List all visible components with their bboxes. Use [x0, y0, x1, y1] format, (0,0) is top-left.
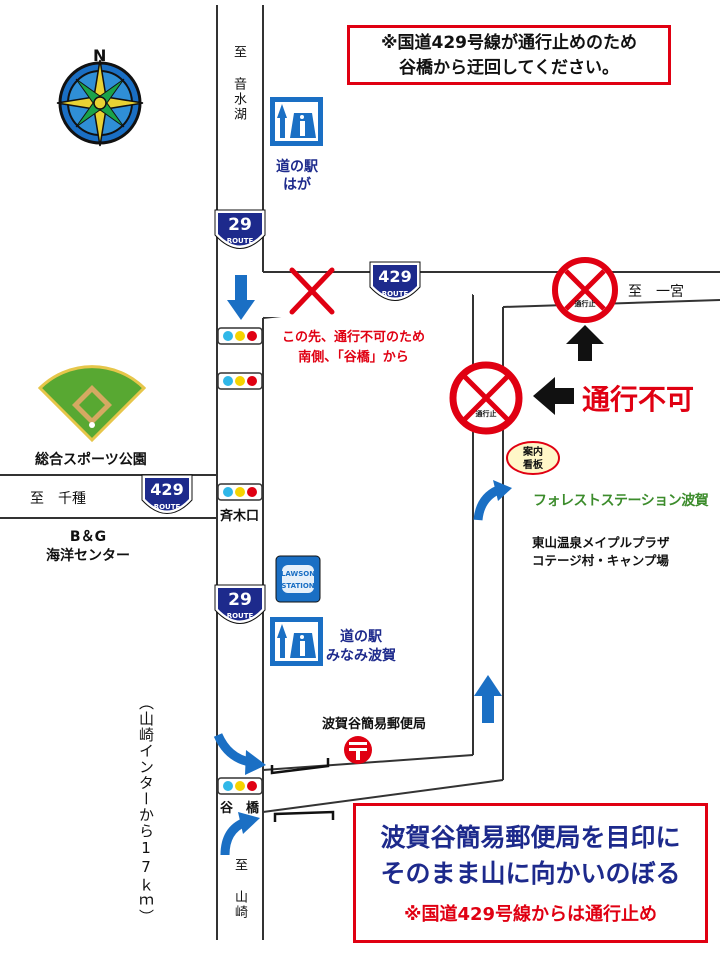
- michinoeki-haga-label: 道の駅 はが: [276, 158, 318, 194]
- detour-notice-line1: ※国道429号線が通行止めのため: [380, 33, 637, 53]
- michinoeki-haga-icon: [270, 97, 323, 146]
- michinoeki-minami-line1: 道の駅: [340, 629, 382, 645]
- road-closed-sign-main-label: 通行止: [476, 409, 497, 418]
- route-429-sub: ROUTE: [382, 290, 409, 298]
- guide-board-line2: 看板: [523, 458, 544, 471]
- blue-curve-arrow-up-right-icon: [220, 812, 260, 856]
- higashiyama-label: 東山温泉メイプルプラザ コテージ村・キャンプ場: [532, 534, 670, 570]
- directions-notice-line1: 波賀谷簡易郵便局を目印に: [380, 823, 681, 852]
- station-label: STATION: [281, 582, 314, 590]
- route-29-mid-number: 29: [228, 590, 252, 610]
- traffic-light-taniwashi: [217, 777, 263, 795]
- route-29-shield-mid: 29 ROUTE: [214, 584, 266, 624]
- to-yamasaki-label: 至 山崎: [232, 858, 247, 920]
- higashiyama-line2: コテージ村・キャンプ場: [532, 553, 669, 568]
- blue-curve-arrow-forest-icon: [473, 480, 512, 521]
- no-entry-note-line2: 南側、「谷橋」から: [298, 350, 409, 365]
- road-closed-sign-top-label: 通行止: [575, 299, 596, 308]
- michinoeki-haga-line2: はが: [283, 177, 311, 193]
- lawson-label: LAWSON: [281, 570, 315, 578]
- no-entry-note: この先、通行不可のため 南側、「谷橋」から: [282, 328, 425, 368]
- yamasaki-ic-label: （山崎インターから17ｋｍ）: [137, 695, 155, 925]
- taniwashi-label: 谷 橋: [220, 801, 260, 816]
- sports-park-label: 総合スポーツ公園: [35, 452, 147, 468]
- lawson-station-icon: LAWSON STATION: [275, 555, 321, 603]
- bridge-mark-north: [270, 758, 330, 775]
- route-429-left-number: 429: [150, 480, 183, 499]
- roads: [0, 5, 720, 940]
- blue-arrow-down-icon: [227, 275, 255, 320]
- sports-park-icon: [37, 365, 147, 443]
- michinoeki-minami-line2: みなみ波賀: [326, 648, 396, 664]
- route-29-number: 29: [228, 215, 252, 235]
- directions-notice-sub: ※国道429号線からは通行止め: [403, 904, 658, 925]
- closed-x-icon: [289, 267, 335, 315]
- traffic-light-2: [217, 372, 263, 390]
- michinoeki-minami-icon: [270, 617, 323, 666]
- michinoeki-minami-label: 道の駅 みなみ波賀: [326, 628, 396, 666]
- route-29-sub: ROUTE: [227, 237, 254, 245]
- route-429-shield-top: 429 ROUTE: [369, 261, 421, 301]
- compass-north-label: N: [93, 46, 107, 65]
- higashiyama-line1: 東山温泉メイプルプラザ: [532, 535, 670, 550]
- road-closed-sign-main: 通行止: [449, 361, 523, 435]
- compass-rose-icon: [56, 59, 144, 147]
- route-29-shield-top: 29 ROUTE: [214, 209, 266, 249]
- guide-board-icon: 案内 看板: [506, 441, 560, 475]
- post-office-icon: [344, 736, 372, 764]
- guide-board-line1: 案内: [522, 445, 543, 458]
- route-429-left-sub: ROUTE: [154, 503, 181, 511]
- detour-notice-line2: 谷橋から迂回してください。: [399, 58, 619, 78]
- to-chikusa-label: 至 千種: [30, 491, 86, 507]
- michinoeki-haga-line1: 道の駅: [276, 159, 318, 175]
- detour-notice: ※国道429号線が通行止めのため 谷橋から迂回してください。: [347, 25, 671, 85]
- road-closed-sign-top: 通行止: [552, 257, 618, 323]
- traffic-light-saikiguchi: [217, 483, 263, 501]
- forest-station-logo: フォレストステーション波賀: [533, 493, 709, 509]
- to-ichinomiya-label: 至 一宮: [628, 284, 684, 300]
- bg-center-line1: B＆G: [69, 529, 107, 545]
- blue-curve-arrow-right-icon: [213, 733, 266, 775]
- bg-center-label: B＆G 海洋センター: [46, 528, 130, 566]
- road-south-connector-north: [262, 754, 474, 771]
- no-passage-label: 通行不可: [582, 383, 695, 416]
- no-entry-note-line1: この先、通行不可のため: [282, 330, 426, 345]
- blue-arrow-up-icon: [474, 675, 502, 723]
- route-429-shield-left: 429 ROUTE: [141, 474, 193, 514]
- route-429-number: 429: [378, 267, 411, 286]
- bridge-mark-south: [273, 810, 335, 822]
- directions-notice-line2: そのまま山に向かいのぼる: [380, 859, 681, 888]
- route-29-mid-sub: ROUTE: [227, 612, 254, 620]
- post-office-label: 波賀谷簡易郵便局: [322, 717, 427, 732]
- road-south-connector-south: [262, 779, 504, 813]
- to-otomizu-label: 至 音水湖: [231, 45, 246, 122]
- traffic-light-1: [217, 327, 263, 345]
- saikiguchi-label: 斉木口: [220, 509, 260, 524]
- bg-center-line2: 海洋センター: [46, 548, 130, 564]
- directions-notice: 波賀谷簡易郵便局を目印に そのまま山に向かいのぼる ※国道429号線からは通行止…: [353, 803, 708, 943]
- black-arrow-up-icon: [566, 325, 604, 361]
- black-arrow-left-icon: [533, 377, 574, 415]
